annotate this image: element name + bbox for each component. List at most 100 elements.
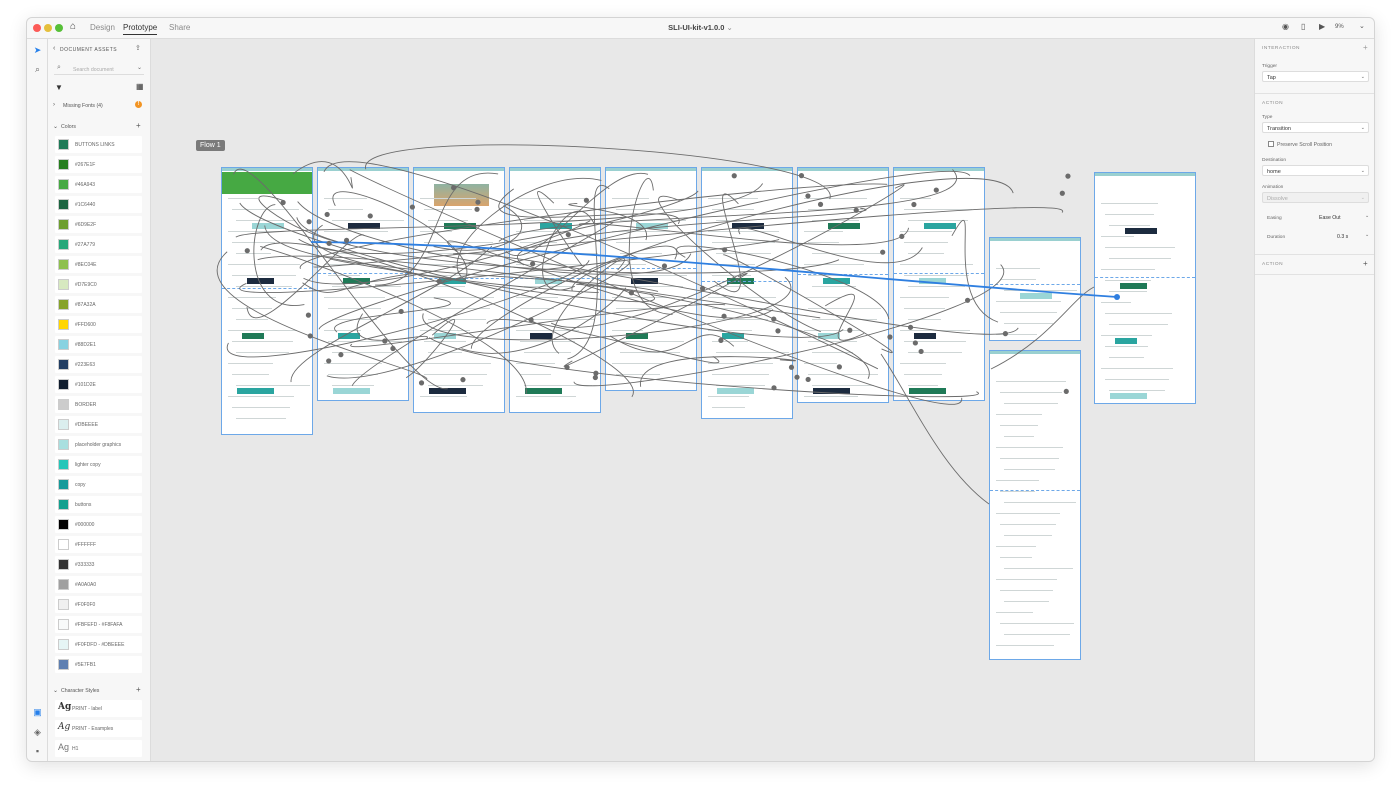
prototype-wire bbox=[260, 242, 634, 398]
color-swatch-row[interactable]: #1C6440 bbox=[55, 196, 142, 213]
color-swatch-row[interactable]: #FFFFFF bbox=[55, 536, 142, 553]
color-swatch-row[interactable]: #333333 bbox=[55, 556, 142, 573]
artboard-header bbox=[510, 168, 600, 171]
user-icon[interactable]: ◉ bbox=[1282, 22, 1289, 31]
select-tool-icon[interactable]: ➤ bbox=[33, 45, 42, 55]
artboard[interactable] bbox=[989, 350, 1081, 660]
search-field[interactable]: ⌕ Search document ⌄ bbox=[54, 63, 144, 75]
collapse-chevron-icon[interactable]: ⌄ bbox=[53, 124, 59, 130]
color-swatch-row[interactable]: #D7E9C0 bbox=[55, 276, 142, 293]
back-chevron-icon[interactable]: ‹ bbox=[53, 45, 56, 52]
color-swatch-row[interactable]: BUTTONS LINKS bbox=[55, 136, 142, 153]
color-swatch-row[interactable]: #A0A0A0 bbox=[55, 576, 142, 593]
color-swatch-row[interactable]: #000000 bbox=[55, 516, 142, 533]
device-preview-icon[interactable]: ▯ bbox=[1301, 22, 1306, 31]
preserve-scroll-checkbox[interactable] bbox=[1268, 141, 1274, 147]
tab-share[interactable]: Share bbox=[169, 23, 191, 32]
content-block bbox=[439, 278, 466, 284]
chevron-down-icon[interactable]: ⌄ bbox=[1365, 232, 1370, 238]
maximize-window-button[interactable] bbox=[55, 24, 63, 32]
color-swatch-label: #87A32A bbox=[75, 301, 96, 308]
color-swatch-row[interactable]: lighter copy bbox=[55, 456, 142, 473]
chevron-down-icon[interactable]: ⌄ bbox=[724, 23, 733, 32]
color-swatch-row[interactable]: #F0F0F0 bbox=[55, 596, 142, 613]
add-action-icon[interactable]: + bbox=[1363, 259, 1368, 268]
minimize-window-button[interactable] bbox=[44, 24, 52, 32]
color-swatch-row[interactable]: #F0FDFD - #DBEEEE bbox=[55, 636, 142, 653]
expand-chevron-icon[interactable]: › bbox=[53, 102, 55, 108]
text-line bbox=[712, 209, 754, 211]
trigger-select[interactable]: Tap⌄ bbox=[1262, 71, 1369, 82]
filter-icon[interactable]: ▼ bbox=[55, 83, 63, 92]
add-interaction-icon[interactable]: + bbox=[1363, 43, 1368, 52]
color-swatch-row[interactable]: #5E7FB1 bbox=[55, 656, 142, 673]
color-swatch-row[interactable]: #46A943 bbox=[55, 176, 142, 193]
easing-value[interactable]: Ease Out bbox=[1319, 215, 1341, 221]
chevron-down-icon[interactable]: ⌄ bbox=[1365, 213, 1370, 219]
text-line bbox=[516, 297, 558, 299]
play-icon[interactable]: ▶ bbox=[1319, 22, 1326, 31]
layers-icon[interactable]: ◈ bbox=[34, 727, 41, 737]
color-swatch-row[interactable]: #88D2E1 bbox=[55, 336, 142, 353]
search-input[interactable]: Search document bbox=[73, 67, 114, 73]
chevron-down-icon[interactable]: ⌄ bbox=[1359, 23, 1365, 30]
artboard[interactable] bbox=[1094, 172, 1196, 404]
add-color-icon[interactable]: + bbox=[136, 121, 141, 130]
color-swatch-label: #333333 bbox=[75, 561, 95, 568]
color-swatch-row[interactable]: #DBEEEE bbox=[55, 416, 142, 433]
color-swatch-row[interactable]: BORDER bbox=[55, 396, 142, 413]
interaction-title: INTERACTION bbox=[1262, 46, 1301, 51]
color-swatch-row[interactable]: #87A32A bbox=[55, 296, 142, 313]
content-block bbox=[818, 333, 840, 339]
tab-prototype[interactable]: Prototype bbox=[123, 23, 158, 35]
color-swatch-row[interactable]: #FBFEFD - #F8FAFA bbox=[55, 616, 142, 633]
home-icon[interactable]: ⌂ bbox=[70, 21, 77, 32]
chevron-down-icon[interactable]: ⌄ bbox=[137, 65, 143, 71]
destination-select[interactable]: home⌄ bbox=[1262, 165, 1369, 176]
assets-icon[interactable]: ▣ bbox=[33, 707, 42, 717]
canvas[interactable]: Flow 1 bbox=[151, 39, 1254, 761]
zoom-level[interactable]: 9% bbox=[1335, 24, 1344, 30]
artboard[interactable] bbox=[221, 167, 313, 435]
collapse-chevron-icon[interactable]: ⌄ bbox=[53, 688, 59, 694]
color-swatch-row[interactable]: #267E1F bbox=[55, 156, 142, 173]
text-line bbox=[812, 286, 856, 288]
fold-guide bbox=[1095, 277, 1195, 278]
content-block bbox=[919, 278, 946, 284]
tab-design[interactable]: Design bbox=[90, 23, 115, 32]
animation-select[interactable]: Dissolve⌄ bbox=[1262, 192, 1369, 203]
content-block bbox=[732, 223, 764, 229]
color-swatch-row[interactable]: placeholder graphics bbox=[55, 436, 142, 453]
color-swatch-row[interactable]: #FFD600 bbox=[55, 316, 142, 333]
duration-value[interactable]: 0.3 s bbox=[1337, 234, 1349, 240]
color-swatch-row[interactable]: #101D2E bbox=[55, 376, 142, 393]
text-line bbox=[1109, 390, 1165, 392]
wire-node bbox=[817, 201, 824, 207]
color-swatch-row[interactable]: #223E63 bbox=[55, 356, 142, 373]
close-window-button[interactable] bbox=[33, 24, 41, 32]
content-block bbox=[429, 388, 466, 394]
text-line bbox=[324, 363, 382, 365]
color-swatch-row[interactable]: #8EC04E bbox=[55, 256, 142, 273]
document-title[interactable]: SLI-UI-kit-v1.0.0 bbox=[668, 23, 725, 32]
text-line bbox=[516, 330, 579, 332]
type-select[interactable]: Transition⌄ bbox=[1262, 122, 1369, 133]
color-swatch-row[interactable]: #27A779 bbox=[55, 236, 142, 253]
text-line bbox=[1004, 535, 1052, 537]
grid-view-icon[interactable]: ▦ bbox=[136, 82, 144, 91]
artboard[interactable] bbox=[797, 167, 889, 403]
export-icon[interactable]: ⇪ bbox=[135, 45, 141, 52]
plugins-icon[interactable]: ▪ bbox=[35, 746, 40, 756]
zoom-tool-icon[interactable]: ⌕ bbox=[34, 64, 41, 74]
color-swatch-row[interactable]: #6D9E2F bbox=[55, 216, 142, 233]
add-character-style-icon[interactable]: + bbox=[136, 685, 141, 694]
missing-fonts-label[interactable]: Missing Fonts (4) bbox=[63, 103, 103, 109]
artboard[interactable] bbox=[605, 167, 697, 391]
flow-label[interactable]: Flow 1 bbox=[196, 140, 225, 151]
color-swatch-row[interactable]: copy bbox=[55, 476, 142, 493]
color-swatch-row[interactable]: buttons bbox=[55, 496, 142, 513]
warning-icon[interactable]: ! bbox=[135, 101, 142, 108]
